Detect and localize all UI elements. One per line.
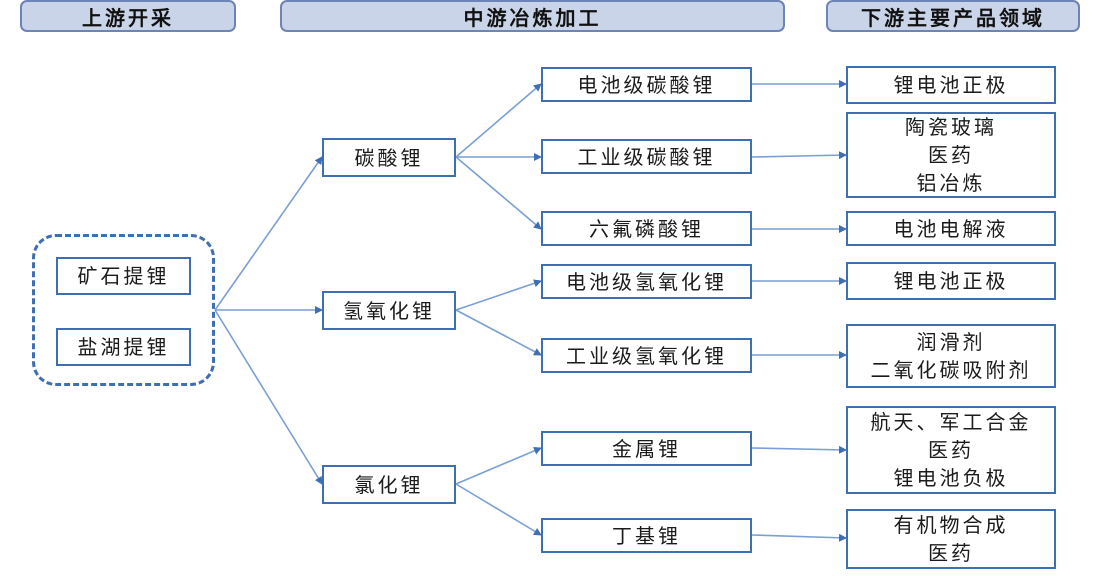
product-industrial-hydroxide: 工业级氢氧化锂 [541,338,752,373]
product-battery-carbonate: 电池级碳酸锂 [541,67,752,102]
edge-chloride-butyl [455,483,542,536]
app-line: 陶瓷玻璃 [905,115,997,139]
product-battery-hydroxide: 电池级氢氧化锂 [541,264,752,299]
compound-chloride: 氯化锂 [322,465,456,504]
app-line: 有机物合成 [893,513,1009,537]
edge-app-6 [751,445,847,454]
app-line: 医药 [928,438,974,462]
app-line: 电池电解液 [893,216,1009,241]
app-line: 润滑剂 [916,330,986,354]
app-battery-cathode-1: 锂电池正极 [846,66,1056,104]
product-metal: 金属锂 [541,431,752,466]
edge-hydroxide-battery [455,279,542,311]
header-downstream: 下游主要产品领域 [826,0,1080,32]
app-line: 医药 [928,143,974,167]
edge-carbonate-lipf6 [455,156,542,230]
app-line: 锂电池负极 [893,466,1009,490]
app-line: 航天、军工合金 [870,410,1032,434]
compound-hydroxide: 氢氧化锂 [322,291,456,330]
edge-source-chloride [214,309,323,485]
source-group [32,234,215,386]
app-line: 锂电池正极 [893,269,1009,293]
product-lipf6: 六氟磷酸锂 [541,211,752,246]
app-line: 铝冶炼 [916,171,986,195]
edge-app-7 [751,533,847,542]
header-upstream: 上游开采 [20,0,236,32]
edge-hydroxide-industrial [455,309,542,356]
header-midstream: 中游冶炼加工 [280,0,785,32]
edge-carbonate-battery [455,83,542,158]
compound-carbonate: 碳酸锂 [322,138,456,177]
app-line: 锂电池正极 [893,73,1009,97]
app-ceramics-group: 陶瓷玻璃 医药 铝冶炼 [846,112,1056,198]
product-industrial-carbonate: 工业级碳酸锂 [541,139,752,174]
app-line: 医药 [928,541,974,565]
app-electrolyte: 电池电解液 [846,211,1056,246]
app-line: 二氧化碳吸附剂 [870,358,1032,382]
source-brine: 盐湖提锂 [56,328,191,366]
product-butyl: 丁基锂 [541,518,752,553]
app-lubricant-group: 润滑剂 二氧化碳吸附剂 [846,324,1056,388]
app-battery-cathode-2: 锂电池正极 [846,262,1056,300]
source-ore: 矿石提锂 [56,257,191,295]
edge-app-2 [751,151,847,160]
app-aerospace-group: 航天、军工合金 医药 锂电池负极 [846,406,1056,494]
edge-source-carbonate [214,156,323,311]
app-organic-group: 有机物合成 医药 [846,509,1056,569]
edge-chloride-metal [455,447,542,485]
